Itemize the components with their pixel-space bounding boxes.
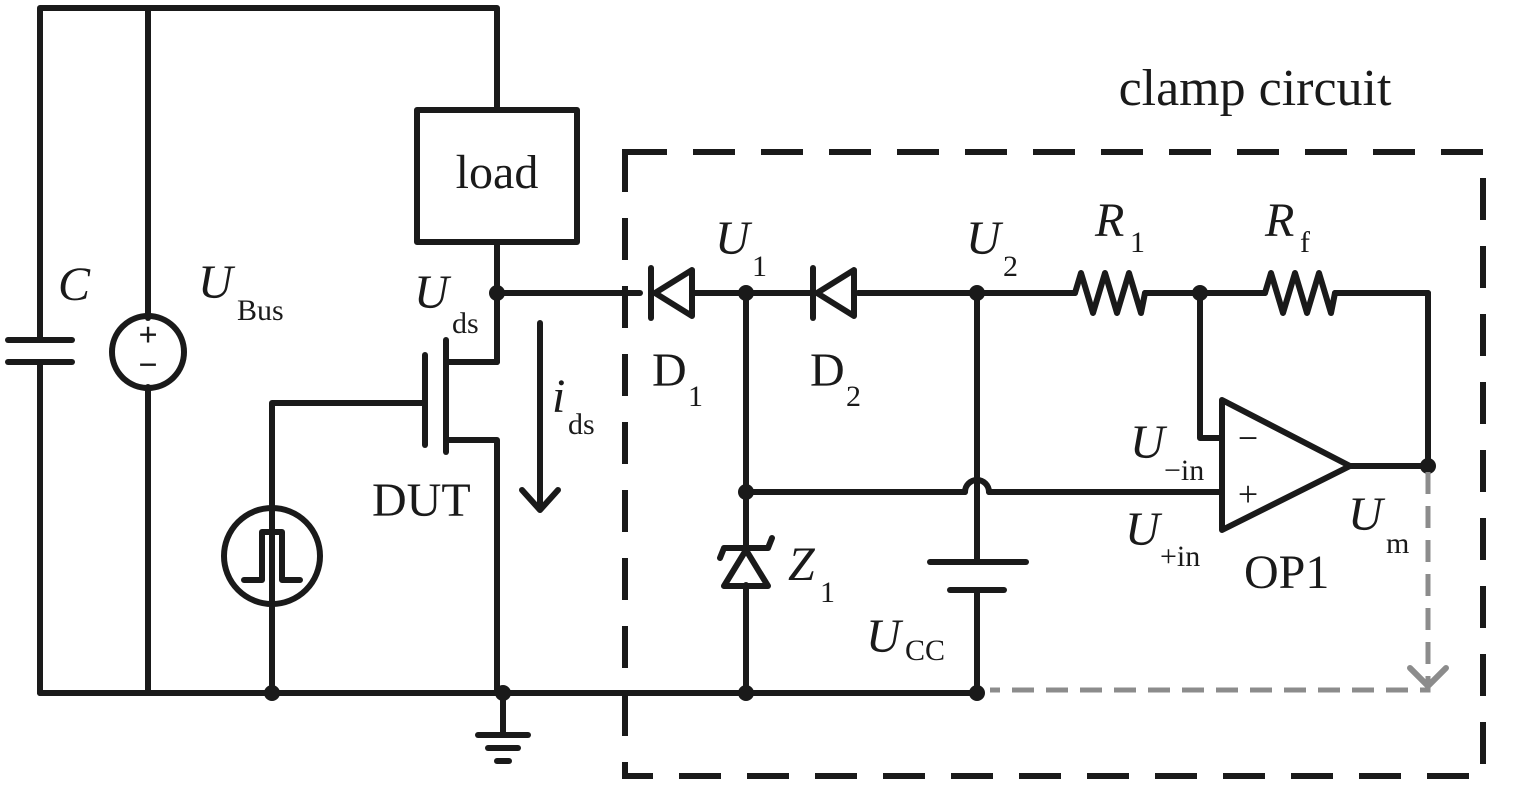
uds-subscript: ds bbox=[452, 307, 479, 340]
um-label: U bbox=[1348, 488, 1386, 541]
u1-subscript: 1 bbox=[752, 250, 767, 283]
ground-node-z1 bbox=[738, 685, 754, 701]
clamp-circuit-boundary bbox=[622, 149, 1486, 779]
ubus-label: U bbox=[198, 256, 236, 309]
um-subscript: m bbox=[1386, 527, 1409, 560]
u1-node bbox=[738, 285, 754, 301]
ucc-label: U bbox=[866, 610, 904, 663]
u1-label: U bbox=[715, 212, 753, 265]
capacitor-c bbox=[5, 337, 75, 365]
upos-label: U bbox=[1125, 503, 1163, 556]
gate-return-node bbox=[264, 685, 280, 701]
clamp-circuit-title: clamp circuit bbox=[1119, 60, 1392, 117]
op-label: OP1 bbox=[1244, 546, 1329, 599]
bus-wiring bbox=[37, 5, 628, 696]
u2-node bbox=[969, 285, 985, 301]
measurement-path bbox=[990, 472, 1449, 693]
ids-label: i bbox=[552, 370, 565, 423]
clamp-wiring bbox=[494, 290, 1431, 696]
diode-d2 bbox=[810, 265, 857, 321]
z1-subscript: 1 bbox=[820, 576, 835, 609]
source-plus-sign: + bbox=[138, 317, 157, 354]
op-plus-sign: + bbox=[1238, 474, 1258, 514]
mosfet-dut bbox=[269, 239, 500, 696]
uds-label: U bbox=[414, 266, 452, 319]
op-minus-sign: − bbox=[1238, 418, 1258, 458]
ground-icon bbox=[475, 685, 531, 764]
d1-label: D bbox=[652, 344, 687, 397]
dut-label: DUT bbox=[372, 474, 471, 527]
r1-label: R bbox=[1094, 194, 1124, 247]
ubus-subscript: Bus bbox=[237, 294, 284, 327]
d1-subscript: 1 bbox=[688, 380, 703, 413]
zener-node bbox=[738, 484, 754, 500]
ground-node-ucc bbox=[969, 685, 985, 701]
u2-label: U bbox=[966, 212, 1004, 265]
rf-label: R bbox=[1264, 194, 1294, 247]
diode-d1 bbox=[648, 265, 695, 321]
ucc-subscript: CC bbox=[905, 634, 945, 667]
uneg-label: U bbox=[1130, 416, 1168, 469]
pulse-source bbox=[221, 505, 323, 607]
battery-ucc bbox=[927, 559, 1029, 593]
um-node bbox=[1420, 458, 1436, 474]
resistor-r1 bbox=[1072, 270, 1148, 316]
uneg-subscript: −in bbox=[1164, 454, 1204, 487]
z1-label: Z bbox=[788, 538, 816, 591]
bus-voltage-source: + − bbox=[109, 313, 187, 391]
d2-subscript: 2 bbox=[846, 380, 861, 413]
op-amp-op1 bbox=[1219, 397, 1353, 533]
zener-z1 bbox=[717, 535, 775, 589]
ids-subscript: ds bbox=[568, 408, 595, 441]
rf-subscript: f bbox=[1300, 226, 1310, 259]
d2-label: D bbox=[810, 344, 845, 397]
r1-subscript: 1 bbox=[1130, 226, 1145, 259]
capacitor-label: C bbox=[58, 258, 91, 311]
upos-subscript: +in bbox=[1160, 540, 1200, 573]
load-label: load bbox=[456, 146, 539, 199]
u2-subscript: 2 bbox=[1003, 250, 1018, 283]
inverting-node bbox=[1192, 285, 1208, 301]
resistor-rf bbox=[1262, 270, 1338, 316]
source-minus-sign: − bbox=[138, 347, 157, 384]
ids-arrow bbox=[519, 320, 561, 513]
